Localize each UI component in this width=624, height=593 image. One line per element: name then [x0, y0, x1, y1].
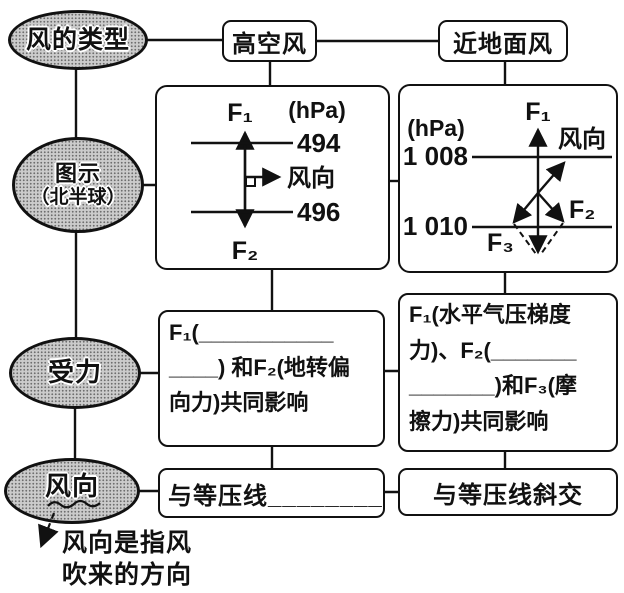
text-line: 向力)共同影响 [169, 389, 309, 415]
f1-label: F₁ [525, 98, 551, 126]
isobar-1010-label: 1 010 [403, 211, 468, 241]
upper-air-force-summary: F₁(___________ ____) 和F₂(地转偏向力)共同影响 [158, 310, 385, 447]
isobar-1008-label: 1 008 [403, 141, 468, 171]
isobar-494-label: 494 [297, 128, 341, 158]
upper-air-direction-box: 与等压线________ [158, 468, 385, 518]
near-surface-force-summary: F₁(水平气压梯度力)、F₂(_______ _______)和F₃(摩擦力)共同… [398, 293, 618, 452]
node-illustration: 图示 （北半球） [12, 137, 144, 233]
box-upper-air-label: 高空风 [232, 30, 307, 58]
box-near-surface-label: 近地面风 [453, 30, 553, 58]
upper-air-diagram-drawing: F₁ (hPa) 494 风向 496 F₂ [191, 97, 346, 265]
f2-label: F₂ [569, 196, 595, 224]
upper-air-force-diagram: F₁ (hPa) 494 风向 496 F₂ [155, 85, 390, 270]
node-illustration-label-line2: （北半球） [30, 186, 126, 208]
text-line: ____) 和F₂(地转偏 [169, 354, 350, 380]
wind-label: 风向 [558, 125, 606, 153]
node-wind-direction: 风向 [4, 458, 140, 524]
node-illustration-label-line1: 图示 [54, 161, 101, 187]
f3-label: F₃ [487, 229, 514, 257]
f2-label: F₂ [232, 237, 258, 265]
node-wind-type: 风的类型 [8, 10, 148, 70]
node-wind-type-label: 风的类型 [25, 25, 130, 54]
near-surface-direction-label: 与等压线斜交 [433, 481, 583, 509]
wind-arrow [537, 161, 566, 194]
text-line: _______)和F₃(摩 [409, 373, 577, 399]
text-line: 力)、F₂(_______ [409, 337, 577, 363]
box-upper-air: 高空风 [222, 20, 317, 62]
text-line: F₁(___________ [169, 320, 334, 345]
f2-arrow [537, 192, 565, 223]
upper-air-direction-label: 与等压线________ [168, 482, 383, 510]
node-wind-direction-label: 风向 [44, 471, 99, 502]
wind-direction-footnote: 风向是指风 吹来的方向 [62, 527, 192, 591]
node-forces: 受力 [9, 337, 141, 409]
near-surface-direction-box: 与等压线斜交 [398, 468, 618, 516]
box-near-surface: 近地面风 [438, 20, 568, 62]
f1-label: F₁ [227, 99, 253, 127]
parallelogram-dashed-right [540, 222, 564, 255]
text-line: F₁(水平气压梯度 [409, 302, 571, 327]
pressure-unit-label: (hPa) [288, 97, 346, 123]
near-surface-diagram-drawing: F₁ (hPa) 风向 1 008 F₂ 1 010 F₃ [403, 98, 612, 257]
right-angle-mark [245, 176, 256, 187]
parallelogram-dashed-left [513, 223, 537, 255]
text-line: 擦力)共同影响 [409, 408, 549, 434]
near-surface-force-diagram: F₁ (hPa) 风向 1 008 F₂ 1 010 F₃ [398, 84, 618, 273]
isobar-496-label: 496 [297, 197, 340, 227]
f3-arrow [512, 192, 539, 224]
node-forces-label: 受力 [47, 357, 102, 388]
pressure-unit-label: (hPa) [407, 115, 465, 141]
footnote-line1: 风向是指风 [62, 529, 193, 557]
wind-label: 风向 [287, 164, 335, 192]
footnote-line2: 吹来的方向 [62, 561, 193, 589]
